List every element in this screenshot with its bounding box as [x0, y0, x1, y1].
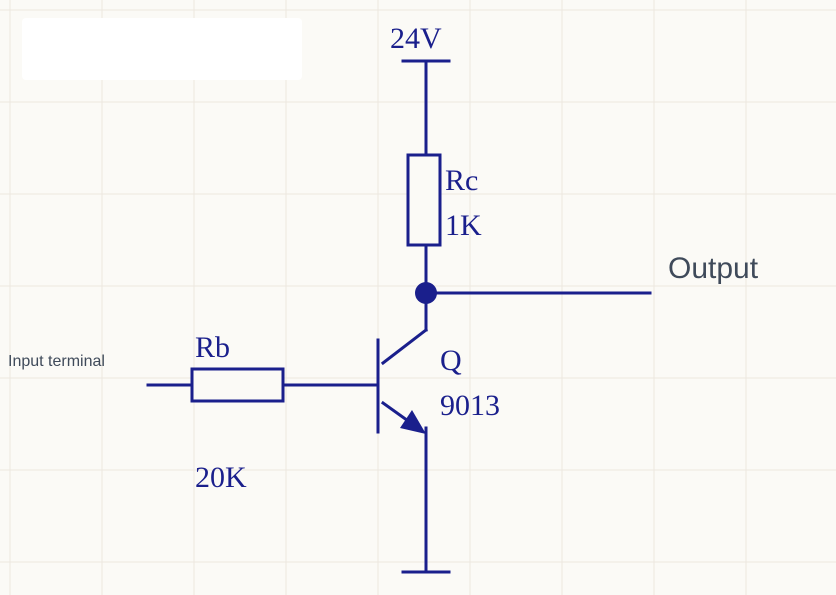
emitter-arrow: [400, 410, 426, 434]
redacted-patch: [22, 18, 302, 80]
rc-value: 1K: [445, 209, 482, 242]
rb-name: Rb: [195, 331, 230, 364]
output-label: Output: [668, 252, 759, 285]
rb-value: 20K: [195, 461, 247, 494]
supply-label: 24V: [390, 22, 442, 55]
input-label: Input terminal: [8, 353, 105, 370]
rc-name: Rc: [445, 164, 478, 197]
transistor-part: 9013: [440, 389, 500, 422]
collector-lead: [380, 327, 429, 366]
rb-resistor: [190, 367, 285, 403]
transistor-name: Q: [440, 344, 462, 377]
rc-resistor: [406, 153, 442, 247]
